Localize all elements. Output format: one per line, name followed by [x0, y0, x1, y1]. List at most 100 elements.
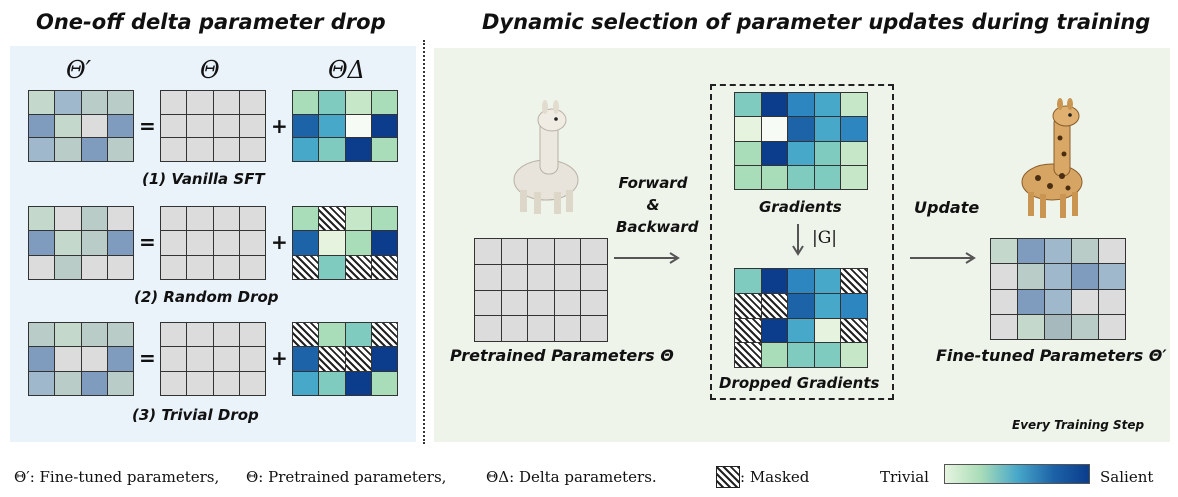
matrix-cell [293, 114, 319, 138]
matrix-cell [554, 264, 581, 290]
matrix-cell [81, 114, 107, 138]
matrix-cell [213, 347, 239, 371]
plus-sign: + [271, 114, 288, 138]
matrix-cell [841, 141, 867, 165]
matrix-cell [29, 207, 55, 231]
masked-cell [293, 323, 319, 347]
matrix-cell [1099, 264, 1125, 289]
matrix-cell [239, 347, 265, 371]
matrix-cell [29, 347, 55, 371]
masked-cell [293, 255, 319, 279]
matrix-cell [1018, 239, 1044, 264]
equals-sign: = [139, 346, 156, 370]
matrix-cell [528, 264, 554, 290]
matrix-cell [501, 290, 528, 316]
matrix-cell [187, 231, 213, 255]
matrix-cell [55, 138, 81, 161]
matrix-theta-trivial [160, 322, 266, 396]
matrix-cell [761, 165, 788, 189]
matrix-delta-vanilla [292, 90, 398, 162]
gradient-selection-box [710, 84, 894, 400]
equals-sign: = [139, 114, 156, 138]
left-title: One-off delta parameter drop [36, 10, 386, 34]
legend-trivial: Trivial [880, 468, 929, 486]
matrix-cell [991, 289, 1017, 314]
matrix-cell [319, 114, 345, 138]
matrix-cell [735, 165, 761, 189]
matrix-cell [345, 231, 371, 255]
matrix-cell [29, 231, 55, 255]
matrix-cell [761, 117, 788, 141]
legend-theta-prime: Θ′: Fine-tuned parameters, [14, 468, 220, 486]
matrix-cell [1045, 239, 1071, 264]
matrix-cell [29, 323, 55, 347]
matrix-cell [528, 290, 554, 316]
matrix-cell [1045, 314, 1071, 339]
row-label-trivial: (3) Trivial Drop [132, 406, 259, 424]
matrix-cell [187, 207, 213, 231]
matrix-theta-random [160, 206, 266, 280]
matrix-cell [161, 231, 187, 255]
matrix-cell [55, 231, 81, 255]
legend-salient: Salient [1100, 468, 1154, 486]
matrix-cell [991, 239, 1017, 264]
header-theta-delta: ΘΔ [328, 56, 366, 84]
equals-sign: = [139, 230, 156, 254]
matrix-cell [1099, 289, 1125, 314]
matrix-cell [81, 91, 107, 114]
matrix-cell [528, 239, 554, 264]
matrix-cell [735, 141, 761, 165]
matrix-cell [187, 114, 213, 138]
matrix-cell [554, 316, 581, 341]
matrix-cell [293, 347, 319, 371]
matrix-cell [475, 316, 501, 341]
matrix-cell [501, 264, 528, 290]
matrix-cell [475, 290, 501, 316]
matrix-cell [1018, 314, 1044, 339]
matrix-cell [788, 318, 814, 343]
masked-cell [319, 207, 345, 231]
matrix-cell [788, 93, 814, 117]
matrix-cell [161, 371, 187, 395]
legend-theta-delta: ΘΔ: Delta parameters. [486, 468, 657, 486]
header-theta: Θ [200, 56, 220, 84]
matrix-gradients [734, 92, 868, 190]
matrix-delta-trivial [292, 322, 398, 396]
matrix-cell [581, 290, 607, 316]
matrix-cell [371, 371, 397, 395]
masked-cell [841, 269, 867, 293]
matrix-pretrained [474, 238, 608, 342]
matrix-cell [239, 255, 265, 279]
matrix-cell [81, 207, 107, 231]
alpaca-finetuned-icon [1021, 98, 1083, 218]
matrix-cell [841, 293, 867, 318]
matrix-cell [55, 91, 81, 114]
matrix-cell [735, 269, 761, 293]
matrix-cell [1072, 239, 1098, 264]
matrix-cell [1072, 264, 1098, 289]
matrix-cell [107, 207, 133, 231]
matrix-cell [319, 231, 345, 255]
masked-cell [735, 343, 761, 367]
matrix-cell [293, 91, 319, 114]
matrix-cell [239, 138, 265, 161]
matrix-cell [788, 343, 814, 367]
matrix-cell [187, 138, 213, 161]
matrix-cell [187, 323, 213, 347]
matrix-cell [371, 231, 397, 255]
matrix-cell [1018, 289, 1044, 314]
matrix-cell [293, 371, 319, 395]
forward-arrow [614, 252, 680, 264]
matrix-cell [107, 114, 133, 138]
matrix-cell [161, 91, 187, 114]
matrix-cell [761, 141, 788, 165]
matrix-cell [371, 347, 397, 371]
row-label-vanilla: (1) Vanilla SFT [142, 170, 265, 188]
matrix-cell [213, 207, 239, 231]
matrix-cell [554, 290, 581, 316]
matrix-cell [107, 255, 133, 279]
matrix-cell [501, 316, 528, 341]
matrix-cell [371, 138, 397, 161]
matrix-cell [345, 371, 371, 395]
